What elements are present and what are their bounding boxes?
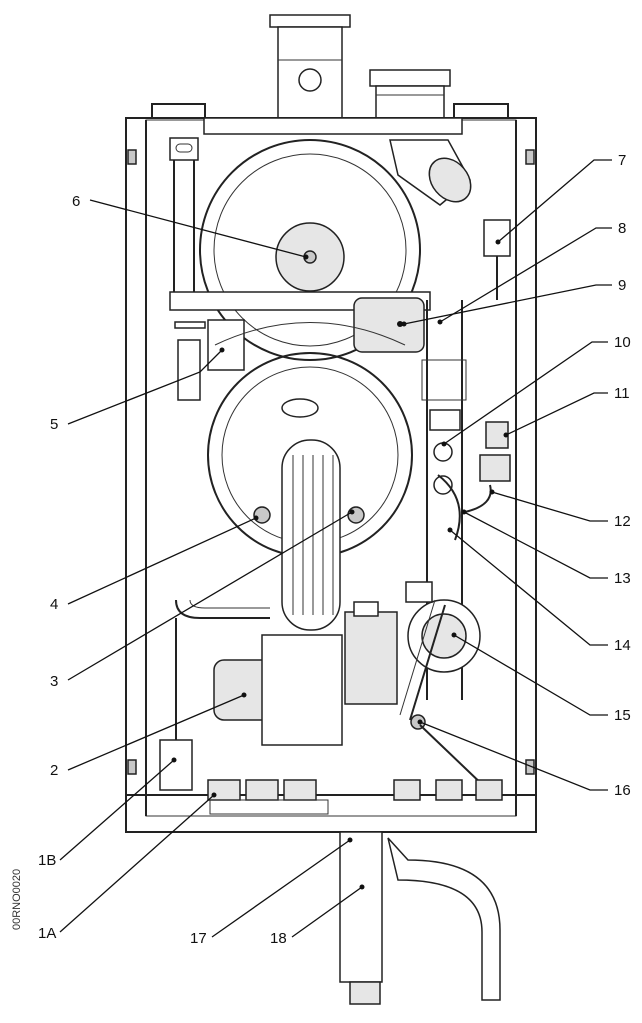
leader-line-13 (463, 511, 608, 579)
callout-16: 16 (614, 782, 631, 799)
leader-dot-1A (211, 792, 217, 798)
leader-dot-9 (401, 321, 407, 327)
callout-9: 9 (618, 277, 626, 294)
leader-line-10 (443, 341, 608, 445)
callout-7: 7 (618, 152, 626, 169)
leader-line-7 (497, 159, 612, 243)
gas-valve-assembly (213, 601, 398, 746)
leader-dot-11 (503, 432, 509, 438)
leader-line-17 (211, 839, 351, 938)
left-pipework (169, 137, 270, 760)
leader-dot-10 (441, 441, 447, 447)
callout-12: 12 (614, 513, 631, 530)
flue-pipes (269, 14, 451, 123)
callout-5: 5 (50, 416, 58, 433)
callout-1B: 1B (38, 852, 56, 869)
callout-17: 17 (190, 930, 207, 947)
callout-13: 13 (614, 570, 631, 587)
leader-dot-17 (347, 837, 353, 843)
flue-elbow (389, 139, 511, 300)
leader-dot-4 (253, 515, 259, 521)
leader-dot-6 (303, 254, 309, 260)
callout-4: 4 (50, 596, 58, 613)
leader-line-1B (59, 759, 175, 861)
leader-line-2 (67, 694, 245, 771)
callout-18: 18 (270, 930, 287, 947)
circulation-pump (405, 581, 481, 673)
leader-dot-13 (461, 509, 467, 515)
leader-dot-12 (489, 489, 495, 495)
leader-line-15 (453, 634, 608, 716)
callout-6: 6 (72, 193, 80, 210)
leader-dot-18 (359, 884, 365, 890)
leader-line-14 (449, 529, 608, 646)
leader-line-4 (67, 517, 257, 605)
callout-10: 10 (614, 334, 631, 351)
leader-line-1A (59, 794, 215, 933)
leader-dot-7 (495, 239, 501, 245)
callout-3: 3 (50, 673, 58, 690)
leader-line-3 (67, 511, 353, 681)
leader-dot-2 (241, 692, 247, 698)
leader-line-9 (403, 284, 612, 325)
callout-15: 15 (614, 707, 631, 724)
callout-labels: 6 5 4 3 2 1B 1A 17 18 7 8 9 10 11 12 13 … (38, 152, 631, 947)
leader-dot-5 (219, 347, 225, 353)
fan-housing (199, 139, 421, 361)
leader-line-11 (505, 392, 608, 436)
leader-dot-15 (451, 632, 457, 638)
air-pressure-switch (174, 319, 245, 401)
bottom-connections (159, 739, 503, 815)
callout-8: 8 (618, 220, 626, 237)
leader-dot-1B (171, 757, 177, 763)
leader-line-6 (89, 199, 307, 258)
leader-line-8 (439, 227, 612, 323)
leader-dot-14 (447, 527, 453, 533)
leader-dot-16 (417, 719, 423, 725)
leader-line-5 (67, 349, 223, 425)
leader-line-16 (419, 721, 608, 791)
callout-11: 11 (614, 385, 630, 402)
leader-line-12 (491, 491, 608, 522)
leader-dot-8 (437, 319, 443, 325)
leader-line-18 (291, 886, 363, 938)
leader-lines (59, 159, 612, 938)
mounting-brackets (151, 103, 509, 118)
callout-2: 2 (50, 762, 58, 779)
leader-dot-3 (349, 509, 355, 515)
document-code: 00RNO0020 (11, 869, 23, 930)
drain-pipes (339, 831, 501, 1005)
callout-1A: 1A (38, 925, 56, 942)
boiler-frame (125, 117, 537, 833)
callout-14: 14 (614, 637, 631, 654)
ignition-unit (353, 297, 425, 353)
